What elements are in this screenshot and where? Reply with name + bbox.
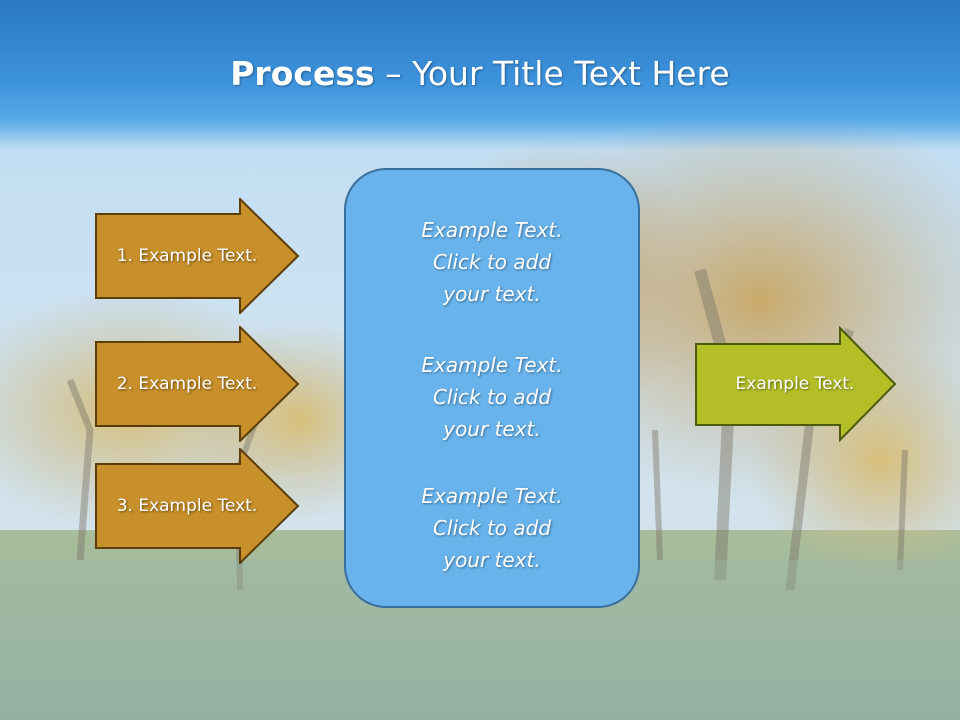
arrow-label: 1. Example Text. [116, 246, 258, 266]
paragraph-line: Example Text. [421, 484, 563, 508]
paragraph-line: your text. [443, 282, 541, 306]
arrow-label: 2. Example Text. [116, 374, 258, 394]
paragraph-line: your text. [443, 417, 541, 441]
paragraph-line: Click to add [432, 516, 552, 540]
center-text-box[interactable]: Example Text. Click to add your text. Ex… [344, 168, 640, 608]
arrow-shape-icon [95, 198, 300, 314]
paragraph-line: Click to add [432, 385, 552, 409]
center-paragraph-3: Example Text. Click to add your text. [346, 480, 638, 576]
title-band [0, 0, 960, 150]
center-paragraph-2: Example Text. Click to add your text. [346, 349, 638, 445]
left-arrow-2[interactable]: 2. Example Text. [95, 326, 300, 442]
arrow-shape-icon [95, 448, 300, 564]
arrow-label: Example Text. [735, 374, 855, 394]
paragraph-line: Click to add [432, 250, 552, 274]
arrow-shape-icon [695, 326, 897, 442]
title-bold: Process [230, 54, 375, 93]
arrow-label: 3. Example Text. [116, 496, 258, 516]
arrow-shape-icon [95, 326, 300, 442]
title-rest: – Your Title Text Here [374, 54, 730, 93]
left-arrow-1[interactable]: 1. Example Text. [95, 198, 300, 314]
slide-title[interactable]: Process – Your Title Text Here [0, 52, 960, 96]
left-arrow-3[interactable]: 3. Example Text. [95, 448, 300, 564]
paragraph-line: Example Text. [421, 218, 563, 242]
right-arrow[interactable]: Example Text. [695, 326, 900, 442]
paragraph-line: Example Text. [421, 353, 563, 377]
paragraph-line: your text. [443, 548, 541, 572]
center-paragraph-1: Example Text. Click to add your text. [346, 214, 638, 310]
